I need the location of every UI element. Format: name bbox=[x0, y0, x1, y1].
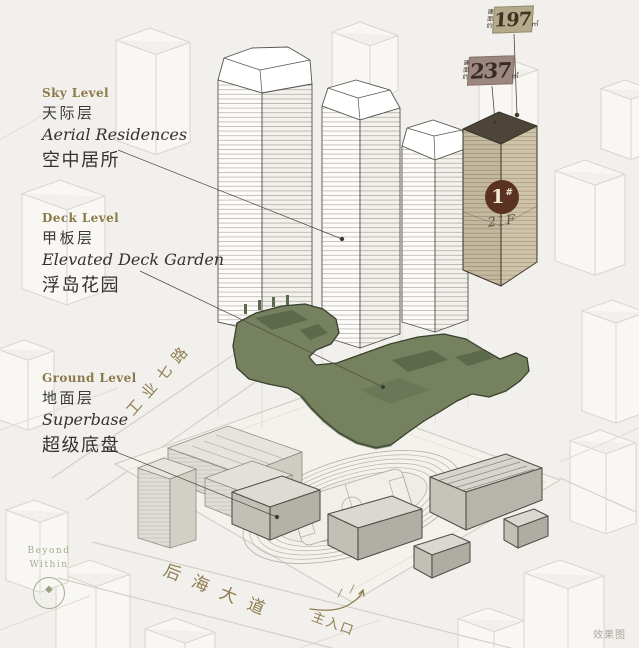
diamond-icon: ◆ bbox=[45, 583, 53, 595]
podium-buildings bbox=[231, 453, 549, 579]
entrance-arrow bbox=[309, 584, 365, 611]
sky-level-zh: 天际层 bbox=[42, 104, 95, 122]
deck-level-title-en: Elevated Deck Garden bbox=[42, 250, 225, 269]
sky-level-label-group: Sky Level 天际层 Aerial Residences 空中居所 bbox=[42, 86, 187, 172]
background-building bbox=[554, 159, 626, 276]
residential-towers bbox=[217, 46, 469, 430]
ground-level-podium bbox=[113, 391, 562, 603]
brand-seal-icon: ◆ · · · · bbox=[33, 577, 65, 609]
sky-level-en: Sky Level bbox=[42, 86, 109, 100]
deck-level-zh: 甲板层 bbox=[42, 229, 95, 247]
ground-level-label-group: Ground Level 地面层 Superbase 超级底盘 bbox=[42, 371, 137, 457]
building-1-badge: 1# bbox=[485, 180, 519, 214]
background-building bbox=[21, 179, 106, 306]
deck-level-en: Deck Level bbox=[42, 211, 120, 225]
area-tag-value: 197 bbox=[493, 7, 532, 32]
background-city bbox=[0, 21, 639, 648]
ground-level-title-zh: 超级底盘 bbox=[42, 435, 120, 456]
deck-level-title-zh: 浮岛花园 bbox=[42, 275, 120, 296]
leader-lines bbox=[103, 33, 520, 520]
area-tag-197: 建面约 197 ㎡ bbox=[486, 5, 539, 34]
brand-word-1: Beyond bbox=[27, 546, 71, 556]
area-tag-237: 建面约 237 ㎡ bbox=[462, 55, 519, 86]
background-building bbox=[0, 339, 55, 431]
ground-level-title-en: Superbase bbox=[42, 410, 129, 429]
deck-garden bbox=[232, 295, 530, 450]
deck-roof-structures bbox=[244, 295, 494, 372]
brand-word-2: Within bbox=[29, 559, 69, 570]
background-building bbox=[569, 429, 637, 535]
render-watermark: 效果图 bbox=[593, 630, 626, 641]
area-tag-value: 237 bbox=[469, 57, 512, 84]
ground-level-en: Ground Level bbox=[42, 371, 137, 385]
building-number-suffix: # bbox=[505, 187, 513, 198]
building-number: 1 bbox=[491, 186, 505, 208]
sky-level-title-zh: 空中居所 bbox=[42, 150, 120, 171]
background-building bbox=[144, 617, 216, 648]
background-building bbox=[523, 559, 605, 648]
landmark-tower bbox=[462, 111, 538, 287]
background-building bbox=[600, 79, 639, 160]
area-tag-unit: ㎡ bbox=[511, 72, 519, 81]
brand-emblem: Beyond Within ◆ · · · · bbox=[16, 545, 82, 609]
background-building bbox=[457, 607, 525, 648]
background-building bbox=[581, 299, 639, 424]
background-building bbox=[115, 27, 191, 156]
ground-level-zh: 地面层 bbox=[42, 389, 95, 407]
sky-level-title-en: Aerial Residences bbox=[42, 125, 188, 144]
background-ground-lines bbox=[0, 104, 639, 648]
area-tag-unit: ㎡ bbox=[531, 20, 539, 29]
deck-level-label-group: Deck Level 甲板层 Elevated Deck Garden 浮岛花园 bbox=[42, 211, 224, 297]
